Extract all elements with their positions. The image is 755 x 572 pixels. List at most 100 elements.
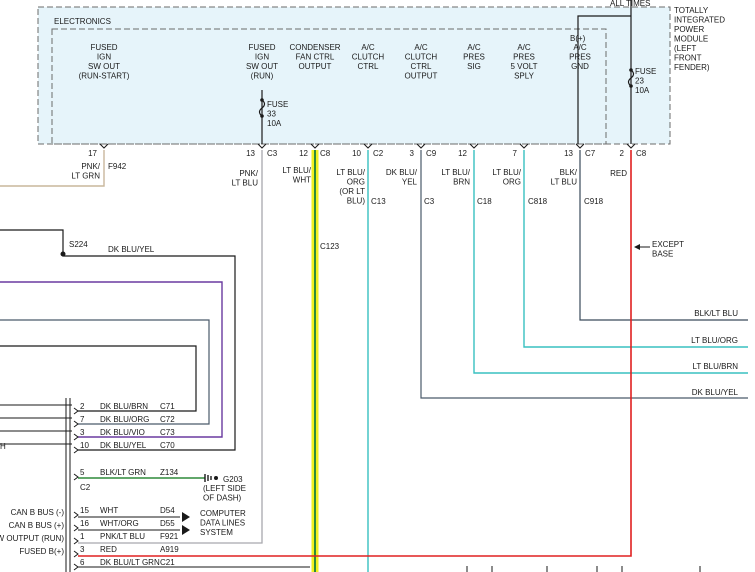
lower-circuit: D55 (160, 519, 175, 528)
lower-left-label: FUSED B(+) (19, 547, 64, 556)
wire-c818 (523, 150, 748, 348)
splice-s224-label: S224 (69, 240, 88, 249)
wire-color-label: RED (610, 169, 627, 178)
lower-wire-color: DK BLU/LT GRN (100, 558, 160, 567)
wire-f942 (0, 150, 105, 187)
lower-circuit: C21 (160, 558, 175, 567)
lower-wire-color: RED (100, 545, 117, 554)
wire-color-label: PNK/LT BLU (232, 169, 259, 188)
connector-chevron (73, 433, 79, 441)
connector-wire-color: DK BLU/ORG (100, 415, 149, 424)
wire-color-label: LT BLU/WHT (282, 166, 311, 185)
connector-circuit: C70 (160, 441, 175, 450)
lower-chevron (73, 537, 79, 545)
terminal-chevron (519, 143, 529, 149)
terminal-pin: 12 (458, 149, 467, 158)
terminal-chevron (416, 143, 426, 149)
terminal-pin: 17 (88, 149, 97, 158)
c2-connector-label: C2 (80, 483, 91, 492)
lower-circuit: A919 (160, 545, 179, 554)
circuit-label: C3 (424, 197, 435, 206)
lower-pin: 3 (80, 545, 85, 554)
circuit-label: C13 (371, 197, 386, 206)
lower-left-label: CAN B BUS (+) (9, 521, 65, 530)
terminal-chevron (575, 143, 585, 149)
connector-wire-color: BLK/LT GRN (100, 468, 146, 477)
circuit-label: C918 (584, 197, 604, 206)
circuit-label: C18 (477, 197, 492, 206)
connector-chevron (73, 473, 79, 481)
wire-pnk-lt-blu (78, 150, 263, 544)
terminal-connector: C9 (426, 149, 437, 158)
right-wire-label: LT BLU/ORG (691, 336, 738, 345)
terminal-pin: 13 (564, 149, 573, 158)
splice-s224-dot (60, 251, 66, 257)
arrow-d55 (182, 525, 190, 535)
lower-pin: 6 (80, 558, 85, 567)
wire-c918 (579, 150, 748, 321)
lower-chevron (73, 511, 79, 519)
lower-chevron (73, 524, 79, 532)
connector-wire-color: DK BLU/VIO (100, 428, 145, 437)
circuit-label: F942 (108, 162, 127, 171)
terminal-connector: C8 (636, 149, 647, 158)
connector-wire-color: DK BLU/YEL (100, 441, 147, 450)
bplus-label: B(+) (570, 34, 586, 43)
connector-chevron (73, 407, 79, 415)
terminal-pin: 3 (410, 149, 415, 158)
all-times-label: ALL TIMES (610, 0, 650, 8)
terminal-pin: 7 (513, 149, 518, 158)
lower-left-label: W OUTPUT (RUN) (0, 534, 64, 543)
lower-circuit: F921 (160, 532, 179, 541)
connector-circuit: C73 (160, 428, 175, 437)
power-module-box (37, 6, 671, 145)
wire-color-label: PNK/LT GRN (71, 162, 100, 181)
terminal-chevron (310, 143, 320, 149)
connector-circuit: Z134 (160, 468, 179, 477)
connector-pin: 3 (80, 428, 85, 437)
fuse-23-dot-top (629, 68, 633, 72)
terminal-connector: C2 (373, 149, 384, 158)
connector-wire-color: DK BLU/BRN (100, 402, 148, 411)
right-wire-label: DK BLU/YEL (692, 388, 739, 397)
lower-wire-color: PNK/LT BLU (100, 532, 145, 541)
wire-red-fused-bplus (78, 150, 632, 557)
terminal-chevron (626, 143, 636, 149)
wire-dk-blu-brn (0, 345, 197, 412)
splice-wire-label: DK BLU/YEL (108, 245, 155, 254)
ground-symbol (204, 474, 212, 482)
lower-chevron (73, 563, 79, 571)
wire-dk-blu-org (0, 319, 210, 425)
terminal-pin: 13 (246, 149, 255, 158)
lower-pin: 15 (80, 506, 89, 515)
lower-circuit: D54 (160, 506, 175, 515)
lower-wire-color: WHT (100, 506, 118, 515)
wire-color-label: BLK/LT BLU (551, 168, 578, 187)
terminal-pin: 2 (620, 149, 625, 158)
electronics-box (51, 28, 607, 145)
fuse-33-dot-bottom (260, 114, 264, 118)
connector-circuit: C72 (160, 415, 175, 424)
terminal-connector: C8 (320, 149, 331, 158)
terminal-chevron (469, 143, 479, 149)
connector-chevron (73, 420, 79, 428)
connector-pin: 10 (80, 441, 89, 450)
terminal-chevron (99, 143, 109, 149)
except-base-arrow (634, 244, 640, 250)
wire-bplus-internal (577, 15, 631, 37)
circuit-label: C818 (528, 197, 548, 206)
wire-color-label: DK BLU/YEL (386, 168, 418, 187)
ground-dot (214, 476, 218, 480)
